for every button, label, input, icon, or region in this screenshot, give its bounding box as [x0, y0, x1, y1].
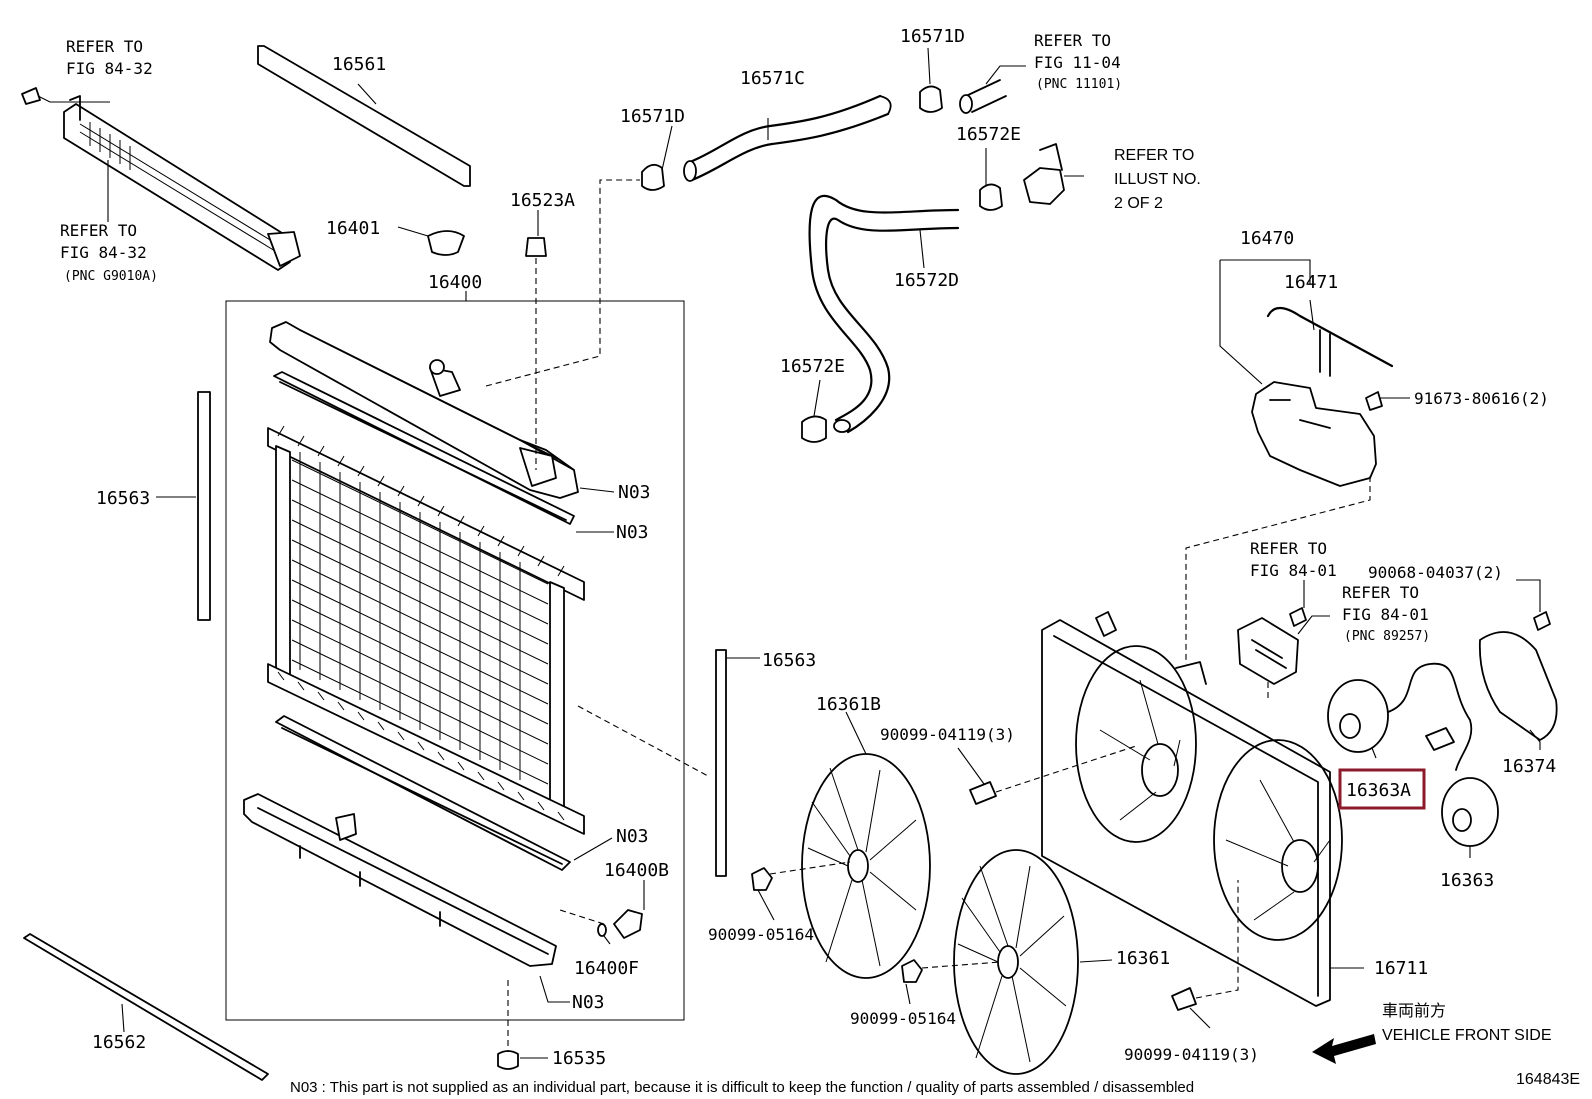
label-16572D[interactable]: 16572D — [894, 270, 959, 291]
ref-84-01-b-pnc: (PNC 89257) — [1344, 629, 1430, 644]
label-16363[interactable]: 16363 — [1440, 870, 1494, 891]
hose-clamp-16572E-bottom[interactable] — [801, 415, 827, 443]
engine-outlet-pipe — [965, 79, 1007, 113]
label-16471[interactable]: 16471 — [1284, 272, 1338, 293]
label-16571D-left[interactable]: 16571D — [620, 106, 685, 127]
label-n03-3[interactable]: N03 — [616, 826, 649, 847]
upper-hose-16571C[interactable] — [688, 94, 890, 182]
reservoir-hose-16471[interactable] — [1266, 306, 1394, 368]
shroud-bolt-bottom[interactable] — [1171, 987, 1197, 1011]
ref-top-right-line1[interactable]: REFER TO — [1034, 31, 1111, 50]
hose-clamp-16572E-top[interactable] — [979, 183, 1003, 211]
reservoir-tank-16470[interactable] — [1251, 381, 1377, 487]
ref-top-left-line2[interactable]: FIG 84-32 — [66, 59, 153, 78]
ref-illust-line3[interactable]: 2 OF 2 — [1114, 195, 1163, 212]
ref-left-mid-pnc: (PNC G9010A) — [64, 269, 158, 284]
label-16361B[interactable]: 16361B — [816, 694, 881, 715]
label-90068-04037[interactable]: 90068-04037(2) — [1368, 563, 1503, 582]
drain-cock[interactable] — [613, 909, 643, 939]
hose-clamp-16571D-top[interactable] — [919, 85, 943, 113]
lower-tank-seal — [275, 715, 571, 871]
label-16563-left[interactable]: 16563 — [96, 488, 150, 509]
fan-motor-16363A[interactable] — [1327, 662, 1473, 771]
fan-motor-16363[interactable] — [1441, 777, 1499, 847]
radiator-core[interactable] — [267, 425, 585, 835]
ref-illust-line1[interactable]: REFER TO — [1114, 147, 1194, 164]
label-16571C[interactable]: 16571C — [740, 68, 805, 89]
cover-bolt[interactable] — [1533, 611, 1551, 631]
label-16561[interactable]: 16561 — [332, 54, 386, 75]
cooling-fan-16361[interactable] — [953, 849, 1079, 1075]
figure-id: 164843E — [1516, 1071, 1580, 1088]
footnote-n03: N03 : This part is not supplied as an in… — [290, 1079, 1194, 1096]
label-90099-04119-top[interactable]: 90099-04119(3) — [880, 725, 1015, 744]
label-n03-2[interactable]: N03 — [616, 522, 649, 543]
label-16562[interactable]: 16562 — [92, 1032, 146, 1053]
label-16711[interactable]: 16711 — [1374, 958, 1428, 979]
highlight-box-16363A — [1338, 768, 1426, 810]
cooler-bolt[interactable] — [21, 87, 41, 105]
radiator-upper-tank[interactable] — [269, 321, 579, 499]
ref-84-01-a-line1[interactable]: REFER TO — [1250, 539, 1327, 558]
upper-seal-strip-16561[interactable] — [257, 45, 471, 187]
ref-top-left-line1[interactable]: REFER TO — [66, 37, 143, 56]
cushion-16523A[interactable] — [525, 237, 547, 257]
label-16400B[interactable]: 16400B — [604, 860, 669, 881]
vehicle-front-arrow-icon — [1312, 1034, 1376, 1064]
ref-top-right-pnc: (PNC 11101) — [1036, 77, 1122, 92]
fan-nut-mid[interactable] — [901, 959, 923, 983]
fan-shroud-16711[interactable] — [1041, 611, 1343, 1007]
water-inlet-housing — [1023, 167, 1065, 205]
label-16523A[interactable]: 16523A — [510, 190, 575, 211]
fan-controller[interactable] — [1237, 617, 1299, 685]
lower-seal-strip-16562[interactable] — [23, 933, 269, 1081]
controller-bolt[interactable] — [1289, 607, 1307, 627]
ref-84-01-b-line1[interactable]: REFER TO — [1342, 583, 1419, 602]
label-16363A[interactable]: 16363A — [1346, 780, 1411, 801]
radiator-lower-tank[interactable] — [243, 793, 557, 967]
label-90099-05164-left[interactable]: 90099-05164 — [708, 925, 814, 944]
ref-84-01-b-line2[interactable]: FIG 84-01 — [1342, 605, 1429, 624]
ref-84-01-a-line2[interactable]: FIG 84-01 — [1250, 561, 1337, 580]
label-16401[interactable]: 16401 — [326, 218, 380, 239]
label-16563-right[interactable]: 16563 — [762, 650, 816, 671]
label-16572E-bottom[interactable]: 16572E — [780, 356, 845, 377]
label-n03-4[interactable]: N03 — [572, 992, 605, 1013]
direction-japanese: 車両前方 — [1382, 1002, 1446, 1020]
ref-illust-line2[interactable]: ILLUST NO. — [1114, 171, 1201, 188]
direction-english: VEHICLE FRONT SIDE — [1382, 1027, 1552, 1044]
ref-left-mid-line2[interactable]: FIG 84-32 — [60, 243, 147, 262]
label-90099-05164-mid[interactable]: 90099-05164 — [850, 1009, 956, 1028]
shroud-bolt-top[interactable] — [969, 781, 997, 805]
lower-hose-16572D[interactable] — [808, 194, 960, 434]
radiator-cap[interactable] — [427, 230, 465, 256]
label-16470[interactable]: 16470 — [1240, 228, 1294, 249]
side-seal-left-16563[interactable] — [197, 391, 211, 621]
hose-clamp-16571D-left[interactable] — [641, 163, 665, 191]
fan-nut-left[interactable] — [751, 867, 773, 891]
label-16571D-top[interactable]: 16571D — [900, 26, 965, 47]
label-16400F[interactable]: 16400F — [574, 958, 639, 979]
label-90099-04119-bottom[interactable]: 90099-04119(3) — [1124, 1045, 1259, 1064]
label-91673-80616[interactable]: 91673-80616(2) — [1414, 389, 1549, 408]
ref-top-right-line2[interactable]: FIG 11-04 — [1034, 53, 1121, 72]
label-16361[interactable]: 16361 — [1116, 948, 1170, 969]
radiator-assembly-box — [225, 300, 685, 1021]
drain-o-ring — [597, 923, 607, 937]
fan-motor-cover-16374[interactable] — [1478, 631, 1558, 741]
label-16572E-top[interactable]: 16572E — [956, 124, 1021, 145]
label-16400[interactable]: 16400 — [428, 272, 482, 293]
label-16374[interactable]: 16374 — [1502, 756, 1556, 777]
label-n03-1[interactable]: N03 — [618, 482, 651, 503]
lower-cushion[interactable] — [497, 1050, 519, 1070]
reservoir-bolt[interactable] — [1365, 391, 1383, 411]
side-seal-right-16563[interactable] — [715, 649, 727, 877]
oil-cooler-assembly[interactable] — [63, 95, 301, 271]
ref-left-mid-line1[interactable]: REFER TO — [60, 221, 137, 240]
label-16535[interactable]: 16535 — [552, 1048, 606, 1069]
